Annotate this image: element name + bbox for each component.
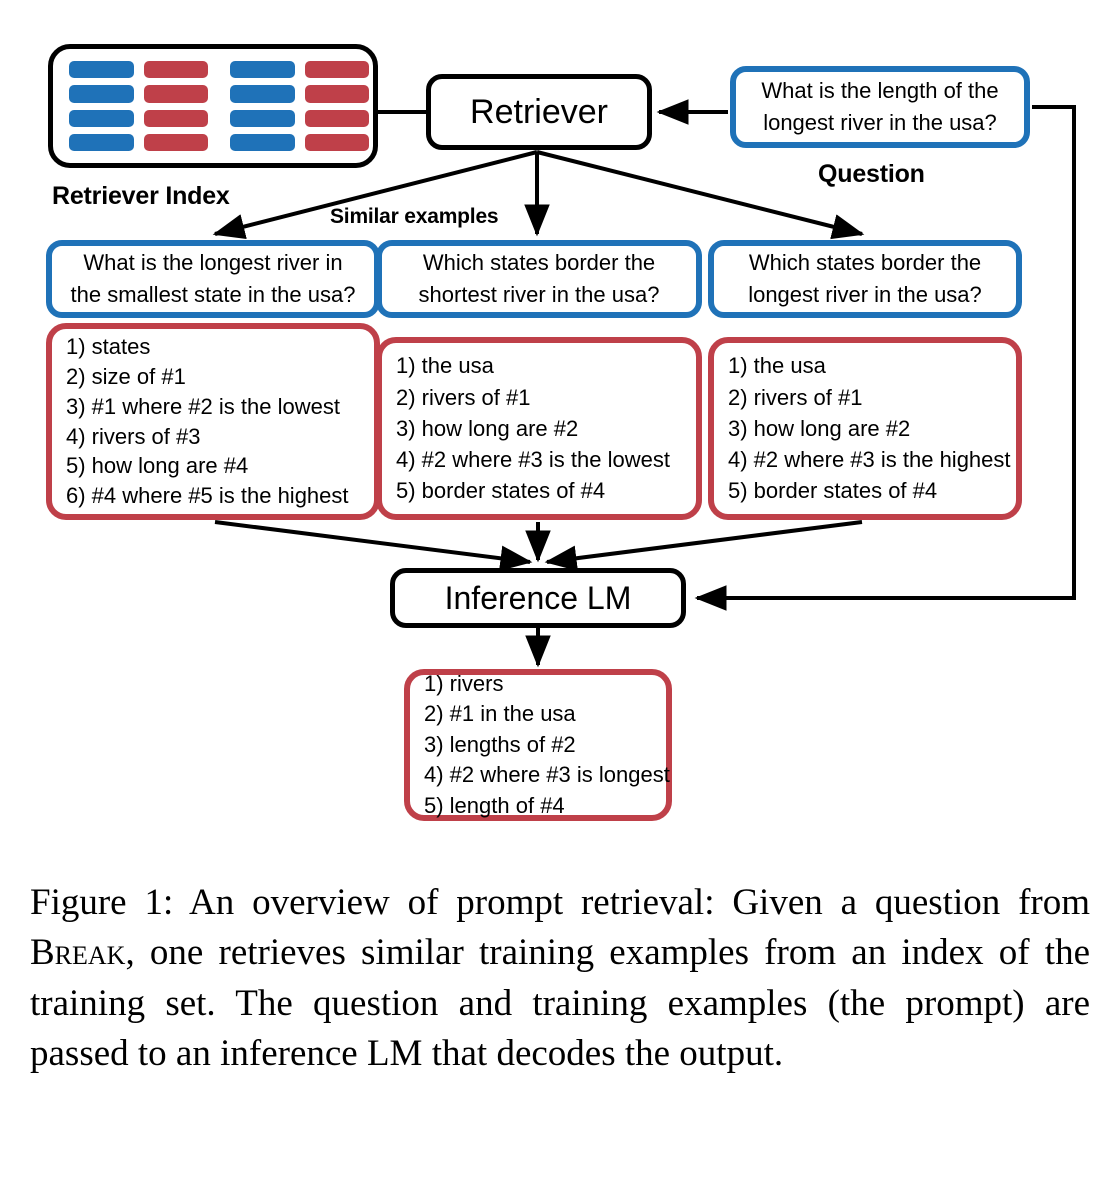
decomposition-step: 5) how long are #4 (66, 453, 249, 479)
index-chip-blue (230, 85, 295, 103)
index-chip-blue (69, 133, 134, 151)
index-chip-red (304, 61, 369, 79)
output-step: 5) length of #4 (424, 792, 565, 818)
decomposition-step: 4) rivers of #3 (66, 423, 201, 449)
caption-dataset-name: Break (30, 932, 126, 974)
example-decomposition-box: 1) states 2) size of #1 3) #1 where #2 i… (46, 323, 380, 520)
output-step: 3) lengths of #2 (424, 731, 576, 757)
retriever-index-label: Retriever Index (52, 182, 230, 210)
example-question-box: Which states border the longest river in… (708, 240, 1022, 318)
index-chip-red (304, 133, 369, 151)
decomposition-step: 3) how long are #2 (728, 415, 911, 441)
decomposition-step: 6) #4 where #5 is the highest (66, 482, 349, 508)
example-question-line: longest river in the usa? (748, 282, 982, 307)
index-chip-red (143, 61, 208, 79)
question-line: longest river in the usa? (763, 110, 997, 135)
arrow-example-3-to-inference (544, 520, 863, 571)
decomposition-step: 4) #2 where #3 is the highest (728, 447, 1011, 473)
decomposition-step: 1) the usa (396, 353, 494, 379)
index-chip-blue (69, 109, 134, 127)
decomposition-step: 5) border states of #4 (396, 478, 606, 504)
similar-examples-label: Similar examples (330, 205, 499, 228)
example-question-box: What is the longest river in the smalles… (46, 240, 380, 318)
index-chip-red (143, 133, 208, 151)
index-chip-red (143, 109, 208, 127)
arrow-example-1-to-inference (214, 520, 533, 571)
retriever-index-grid (69, 61, 369, 151)
decomposition-step: 1) the usa (728, 353, 826, 379)
index-chip-red (143, 85, 208, 103)
example-question-line: shortest river in the usa? (418, 282, 660, 307)
example-question-line: Which states border the (748, 250, 982, 276)
question-box: What is the length of the longest river … (730, 66, 1030, 148)
retriever-node[interactable]: Retriever (426, 74, 652, 150)
retriever-index-box (48, 44, 378, 168)
question-line: What is the length of the (761, 78, 999, 104)
caption-prefix: Figure 1: An overview of prompt retrieva… (30, 882, 1090, 923)
index-chip-red (304, 109, 369, 127)
example-decomposition-box: 1) the usa 2) rivers of #1 3) how long a… (376, 337, 702, 520)
example-question-line: What is the longest river in (83, 250, 343, 276)
index-chip-red (304, 85, 369, 103)
inference-lm-node-label: Inference LM (444, 580, 632, 616)
decomposition-step: 1) states (66, 334, 151, 360)
arrow-retriever-to-example-3 (536, 150, 865, 240)
output-step: 2) #1 in the usa (424, 701, 576, 727)
caption-suffix: , one retrieves similar training example… (30, 932, 1090, 1074)
output-step: 4) #2 where #3 is longest (424, 762, 670, 788)
inference-lm-node[interactable]: Inference LM (390, 568, 686, 628)
decomposition-step: 5) border states of #4 (728, 478, 938, 504)
figure-diagram: Retriever Index Retriever What is the le… (46, 44, 1076, 821)
example-question-line: the smallest state in the usa? (70, 282, 356, 307)
decomposition-step: 2) size of #1 (66, 364, 186, 390)
index-chip-blue (69, 61, 134, 79)
decomposition-step: 3) how long are #2 (396, 415, 579, 441)
index-chip-blue (230, 109, 295, 127)
output-step: 1) rivers (424, 671, 504, 697)
example-decomposition-box: 1) the usa 2) rivers of #1 3) how long a… (708, 337, 1022, 520)
index-chip-blue (230, 133, 295, 151)
index-chip-blue (230, 61, 295, 79)
figure-caption: Figure 1: An overview of prompt retrieva… (30, 878, 1090, 1079)
example-question-box: Which states border the shortest river i… (376, 240, 702, 318)
retriever-node-label: Retriever (470, 93, 608, 131)
example-question-line: Which states border the (422, 250, 656, 276)
output-decomposition-box: 1) rivers 2) #1 in the usa 3) lengths of… (404, 669, 672, 821)
decomposition-step: 2) rivers of #1 (396, 384, 531, 410)
question-label: Question (818, 160, 925, 188)
decomposition-step: 2) rivers of #1 (728, 384, 863, 410)
decomposition-step: 4) #2 where #3 is the lowest (396, 447, 670, 473)
decomposition-step: 3) #1 where #2 is the lowest (66, 393, 340, 419)
index-chip-blue (69, 85, 134, 103)
